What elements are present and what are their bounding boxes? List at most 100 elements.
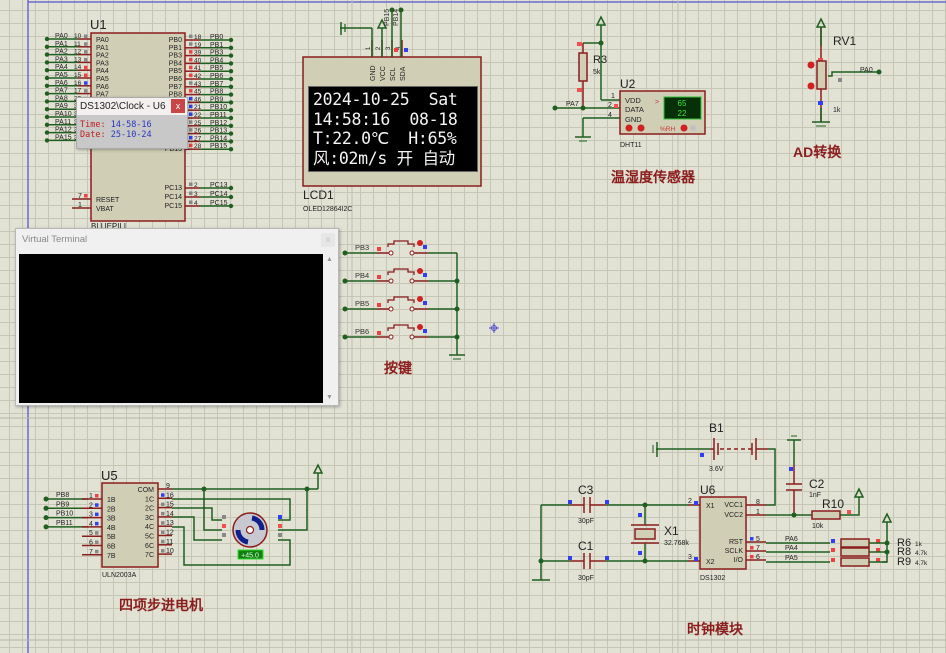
increase-button[interactable] <box>807 61 815 69</box>
push-button-pb5[interactable]: PB5 <box>342 296 460 312</box>
button-indicator[interactable] <box>417 324 423 330</box>
pin-state <box>189 120 193 124</box>
pin-num: 2 <box>376 46 382 50</box>
contact <box>409 334 415 340</box>
decrease-button[interactable] <box>807 82 815 90</box>
junction <box>44 36 50 42</box>
pin-name: PA3 <box>96 60 109 67</box>
junction <box>44 99 50 104</box>
pin-state <box>189 143 193 148</box>
pin-name: COM <box>138 487 155 494</box>
u1-part: BLUEPILL <box>91 222 129 231</box>
pin-num: 14 <box>74 64 82 71</box>
pin-state <box>394 48 398 52</box>
pin-name: VBAT <box>96 206 114 213</box>
u2-dht11[interactable]: R3 5k PA7 U2 1 2 4 VDD DATA GND > 65 22 … <box>552 15 706 149</box>
rv1-ref: RV1 <box>833 34 856 48</box>
wire <box>172 507 222 521</box>
mode-button[interactable] <box>680 124 688 132</box>
push-button-pb4[interactable]: PB4 <box>342 268 460 284</box>
pin-name: RST <box>729 539 744 546</box>
junction <box>580 105 586 111</box>
pin-state <box>161 493 165 497</box>
r3-resistor[interactable] <box>578 52 588 82</box>
arrow-icon: > <box>655 99 659 106</box>
pin-state <box>189 42 193 46</box>
button-indicator[interactable] <box>417 240 423 246</box>
push-button-pb3[interactable]: PB3 <box>342 240 458 256</box>
pin-state <box>84 65 88 70</box>
pin-name: PC13 <box>164 185 182 192</box>
pin-name: PB1 <box>169 45 182 52</box>
pin-state <box>189 182 193 186</box>
pin-name: 7B <box>107 553 116 560</box>
net-label: PB9 <box>210 96 223 103</box>
close-icon[interactable]: x <box>171 99 185 113</box>
net-label: PA1 <box>55 41 68 48</box>
net-label: PB6 <box>355 327 369 336</box>
rv1-potentiometer[interactable]: RV1 PA0 1k <box>807 17 882 127</box>
net-label: PA8 <box>55 95 68 102</box>
pin-name: 4C <box>145 524 154 531</box>
pin-name: 2B <box>107 506 116 513</box>
pin-state <box>161 530 165 534</box>
pin-num: 41 <box>194 65 202 72</box>
motor-angle-value: +45.0 <box>241 553 259 560</box>
terminal-output[interactable] <box>19 254 323 403</box>
net-label: PA12 <box>55 127 72 134</box>
pin-state <box>876 539 880 543</box>
junction <box>389 7 395 13</box>
scroll-up-icon[interactable]: ▲ <box>326 256 333 263</box>
label-button-module: 按键 <box>384 360 413 376</box>
oled-line-time: 14:58:16 08-18 <box>313 109 458 129</box>
crosshair-icon <box>489 323 499 333</box>
push-button-pb6[interactable]: PB6 <box>342 324 460 340</box>
r10-resistor[interactable] <box>811 510 841 520</box>
clock-popup-titlebar[interactable]: DS1302\Clock - U6 x <box>77 98 187 115</box>
wire <box>203 489 222 531</box>
junction <box>44 83 50 89</box>
pullup-resistor-r8[interactable] <box>840 547 870 557</box>
pin-num: 4 <box>89 521 93 528</box>
junction <box>342 334 348 340</box>
pin-num: 6 <box>756 554 760 561</box>
button-indicator[interactable] <box>417 268 423 274</box>
button-actuator <box>387 268 415 275</box>
virtual-terminal-titlebar[interactable]: Virtual Terminal x <box>16 229 338 251</box>
close-icon[interactable]: x <box>321 233 335 247</box>
scroll-down-icon[interactable]: ▼ <box>326 394 333 401</box>
pin-num: 26 <box>194 128 202 135</box>
pin-state <box>614 104 618 108</box>
pin-state <box>95 512 99 517</box>
increment-button[interactable] <box>637 124 645 132</box>
lcd1-part: OLED12864I2C <box>303 206 352 213</box>
pin-state <box>694 501 698 505</box>
virtual-terminal-window[interactable]: Virtual Terminal x ▲ ▼ <box>15 228 339 406</box>
clock-popup-window[interactable]: DS1302\Clock - U6 x Time: 14-58-16 Date:… <box>76 97 188 149</box>
pin-num: 9 <box>166 483 170 490</box>
clock-popup-title: DS1302\Clock - U6 <box>80 101 166 112</box>
decrement-button[interactable] <box>625 124 633 132</box>
button-indicator[interactable] <box>417 296 423 302</box>
lcd1-ref: LCD1 <box>303 188 334 202</box>
pullup-resistor-r6[interactable] <box>840 538 870 548</box>
u6-ds1302[interactable]: B1 3.6V C3 30pF C1 30pF <box>532 421 928 582</box>
pin-num: 7 <box>756 545 760 552</box>
u6-body <box>699 496 747 570</box>
junction <box>228 100 234 105</box>
mode-button-alt[interactable] <box>690 125 696 131</box>
pullup-resistor-r9[interactable] <box>840 557 870 567</box>
pin-state <box>404 48 408 52</box>
pin-state <box>605 500 609 504</box>
resistor-ref: R6 <box>897 537 911 549</box>
pin-num: 17 <box>74 88 82 95</box>
pin-state <box>189 191 193 195</box>
pin-state <box>84 34 88 38</box>
net-label: PC13 <box>210 182 228 189</box>
pin-name: PA1 <box>96 45 109 52</box>
junction <box>228 69 234 74</box>
pin-state <box>95 549 99 554</box>
terminal-scrollbar[interactable]: ▲ ▼ <box>324 254 336 403</box>
